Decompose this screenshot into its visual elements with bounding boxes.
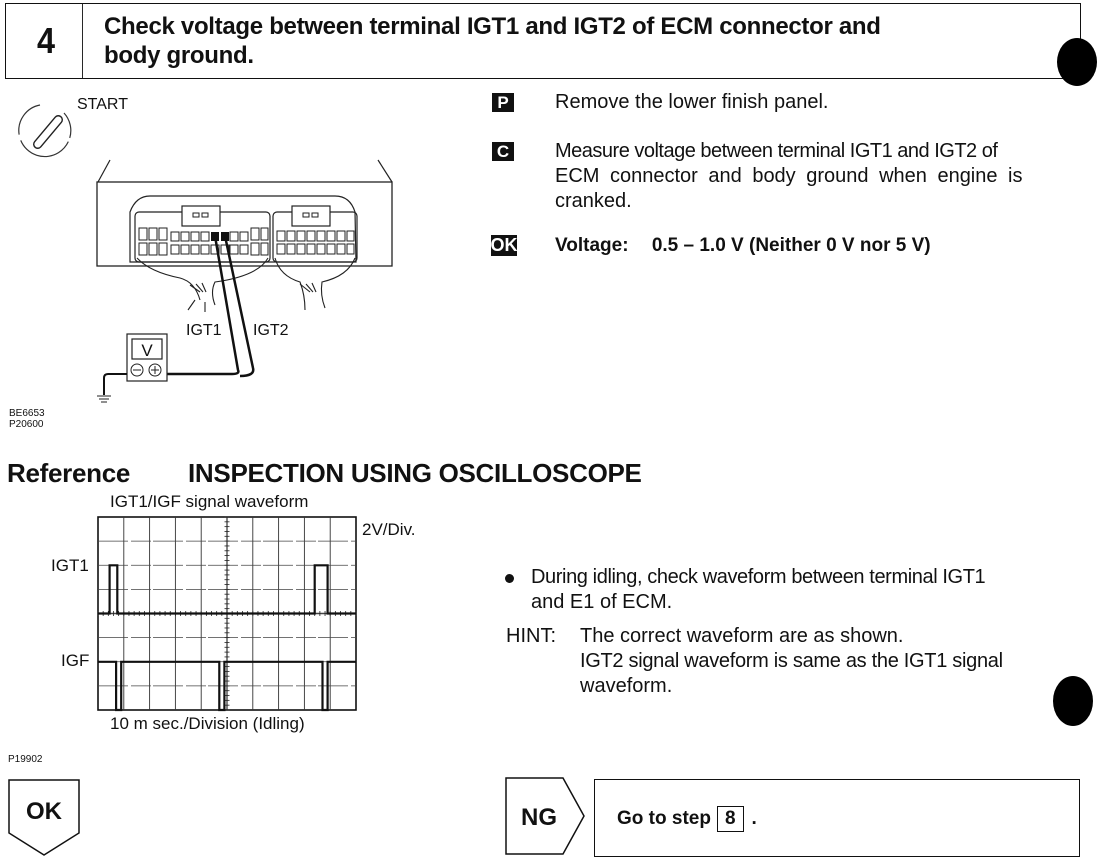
- bullet-icon: [505, 574, 514, 583]
- ecm-connector-left: [134, 205, 271, 263]
- reference-label: Reference: [7, 458, 131, 488]
- wire-harness: [136, 257, 356, 312]
- step-title-line-1: Check voltage between terminal IGT1 and …: [104, 13, 881, 40]
- terminal-label-igt2: IGT2: [253, 322, 289, 339]
- page-tab-marker-bottom: [1053, 676, 1093, 726]
- ok-flow-label: OK: [26, 798, 63, 825]
- probe-leads: [165, 235, 255, 378]
- step-number: 4: [10, 4, 83, 78]
- voltage-spec: Voltage: 0.5 – 1.0 V (Neither 0 V nor 5 …: [555, 235, 931, 257]
- page-tab-marker-top: [1057, 38, 1097, 86]
- badge-ok: OK: [490, 235, 518, 256]
- trace-igt1: [98, 564, 356, 615]
- reference-heading: INSPECTION USING OSCILLOSCOPE: [188, 458, 642, 488]
- step-title: Check voltage between terminal IGT1 and …: [104, 12, 881, 70]
- voltage-label: Voltage:: [555, 235, 629, 256]
- ignition-start-label: START: [77, 96, 128, 113]
- figure-code-diagram: BE6653 P20600: [9, 408, 45, 430]
- hint-text: The correct waveform are as shown. IGT2 …: [580, 625, 1003, 697]
- badge-c: C: [492, 142, 514, 161]
- reference-bullet: During idling, check waveform between te…: [505, 565, 986, 615]
- ok-flow-arrow[interactable]: OK: [8, 779, 80, 857]
- hint-label: HINT:: [506, 625, 556, 647]
- chart-y-scale: 2V/Div.: [362, 520, 416, 539]
- ecm-unit: [96, 159, 393, 267]
- terminal-label-igt1: IGT1: [186, 322, 222, 339]
- goto-step-text: Go to step 8 .: [617, 806, 757, 832]
- ng-flow-label: NG: [521, 804, 557, 831]
- goto-step-box: Go to step 8 .: [594, 779, 1080, 857]
- voltmeter-icon: V: [97, 333, 168, 403]
- badge-p: P: [492, 93, 514, 112]
- series-label-igt1: IGT1: [51, 556, 89, 575]
- ignition-key-icon: [18, 104, 72, 158]
- chart-title: IGT1/IGF signal waveform: [110, 492, 309, 511]
- ecm-connector-right: [272, 205, 358, 263]
- step-header: 4 Check voltage between terminal IGT1 an…: [5, 3, 1081, 79]
- figure-code-scope: P19902: [8, 754, 43, 765]
- goto-step-link[interactable]: 8: [716, 806, 744, 832]
- step-title-line-2: body ground.: [104, 42, 254, 69]
- wiring-diagram: V: [18, 104, 393, 403]
- chart-x-label: 10 m sec./Division (Idling): [110, 714, 305, 733]
- series-label-igf: IGF: [61, 651, 90, 670]
- instruction-remove-panel: Remove the lower finish panel.: [555, 91, 829, 113]
- trace-igf: [98, 660, 356, 712]
- ng-flow-arrow[interactable]: NG: [505, 776, 585, 856]
- instruction-measure: Measure voltage between terminal IGT1 an…: [555, 140, 1023, 212]
- oscilloscope-chart: [97, 516, 357, 712]
- voltmeter-label: V: [141, 341, 153, 360]
- voltage-value: 0.5 – 1.0 V (Neither 0 V nor 5 V): [651, 235, 931, 256]
